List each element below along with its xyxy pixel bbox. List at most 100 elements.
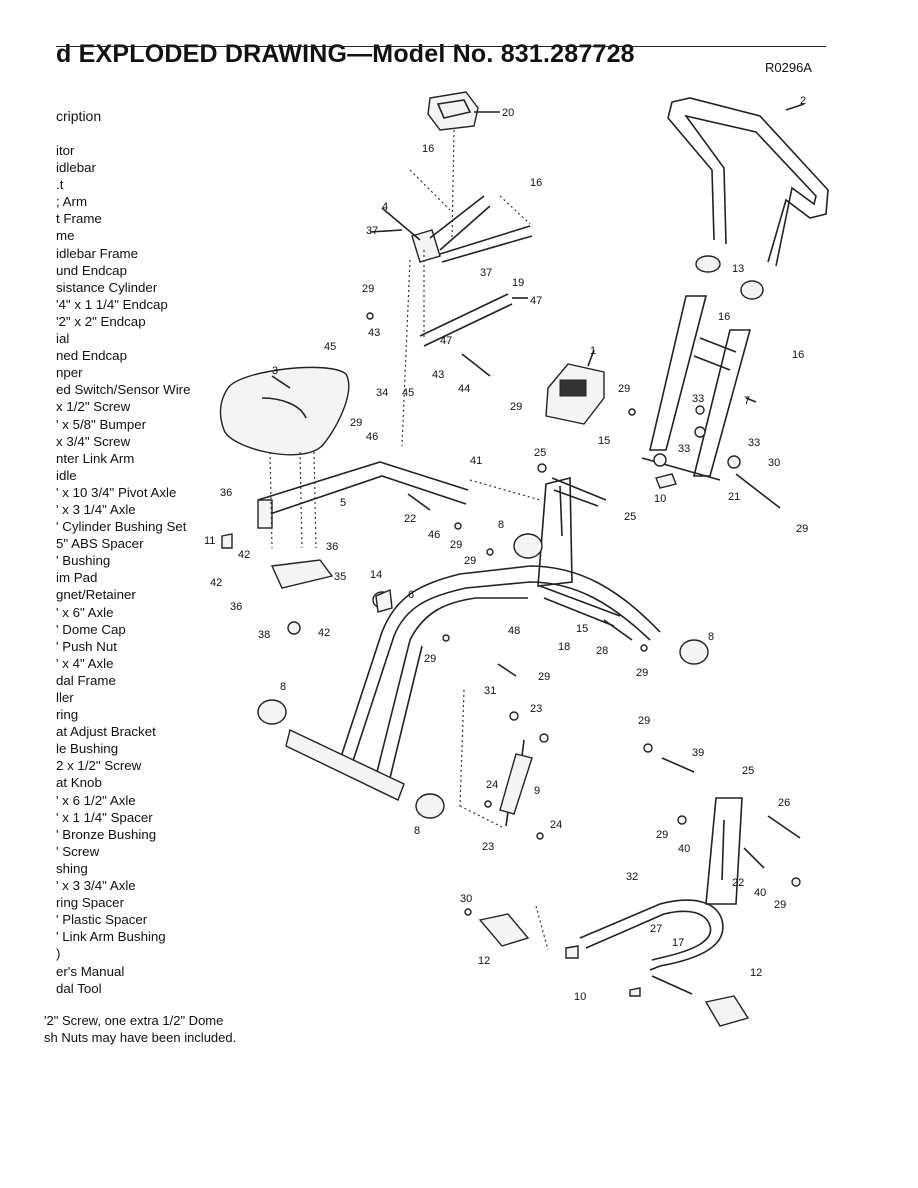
- callout-label: 25: [742, 765, 754, 777]
- parts-list-item: ' Plastic Spacer: [56, 912, 148, 928]
- callout-label: 33: [678, 443, 690, 455]
- callout-label: 46: [366, 431, 378, 443]
- callout-label: 25: [624, 511, 636, 523]
- callout-label: 27: [650, 923, 662, 935]
- callout-label: 40: [678, 843, 690, 855]
- parts-list-item: me: [56, 228, 75, 244]
- drawing-code: R0296A: [765, 60, 812, 75]
- callout-label: 36: [220, 487, 232, 499]
- part-axles: [401, 250, 801, 951]
- callout-label: 29: [638, 715, 650, 727]
- parts-list-item: ' Link Arm Bushing: [56, 929, 166, 945]
- page-title: d EXPLODED DRAWING—Model No. 831.287728: [56, 40, 635, 68]
- callout-label: 29: [464, 555, 476, 567]
- parts-list-item: idle: [56, 467, 77, 483]
- parts-list-item: 2 x 1/2" Screw: [56, 758, 142, 774]
- callout-label: 11: [204, 535, 215, 547]
- parts-list-item: ' x 3 3/4" Axle: [56, 878, 136, 894]
- parts-list-item: ): [56, 946, 61, 962]
- callout-label: 45: [324, 341, 336, 353]
- part-link-arm: [419, 293, 528, 347]
- parts-list-item: le Bushing: [56, 741, 119, 757]
- parts-list-item: ' Dome Cap: [56, 621, 126, 637]
- callout-label: 8: [414, 825, 420, 837]
- parts-list-item: shing: [56, 860, 88, 876]
- callout-label: 21: [728, 491, 740, 503]
- parts-list-item: '2" x 2" Endcap: [56, 313, 146, 329]
- parts-list-item: dal Frame: [56, 672, 116, 688]
- callout-label: 8: [280, 681, 286, 693]
- part-pedals: [478, 913, 750, 1027]
- callout-label: 12: [478, 955, 490, 967]
- callout-label: 5: [340, 497, 346, 509]
- callout-label: 35: [334, 571, 346, 583]
- parts-list-item: ' Cylinder Bushing Set: [56, 519, 187, 535]
- callout-label: 42: [318, 627, 330, 639]
- parts-list-item: ned Endcap: [56, 348, 127, 364]
- parts-list-item: und Endcap: [56, 262, 127, 278]
- parts-list-item: ' x 1 1/4" Spacer: [56, 809, 153, 825]
- callout-label: 45: [402, 387, 414, 399]
- callout-label: 25: [534, 447, 546, 459]
- parts-list-item: .t: [56, 177, 64, 193]
- footnote-line-1: '2" Screw, one extra 1/2" Dome: [44, 1013, 224, 1028]
- callout-label: 17: [672, 937, 684, 949]
- part-pedal-frame: [579, 797, 743, 995]
- parts-list-item: x 3/4" Screw: [56, 433, 131, 449]
- callout-label: 29: [510, 401, 522, 413]
- callout-label: 29: [424, 653, 436, 665]
- parts-list-item: dal Tool: [56, 980, 102, 996]
- callout-label: 16: [422, 143, 434, 155]
- parts-list-heading: cription: [56, 108, 102, 124]
- callout-label: 16: [530, 177, 542, 189]
- parts-list-item: ed Switch/Sensor Wire: [56, 382, 191, 398]
- parts-list-item: idlebar Frame: [56, 245, 139, 261]
- callout-label: 36: [230, 601, 242, 613]
- parts-list-item: er's Manual: [56, 963, 125, 979]
- callout-label: 31: [484, 685, 496, 697]
- callout-label: 18: [558, 641, 570, 653]
- part-seat-post: [537, 476, 607, 587]
- callout-label: 30: [460, 893, 472, 905]
- callout-label: 16: [792, 349, 804, 361]
- callout-label: 43: [432, 369, 444, 381]
- parts-list-item: ring: [56, 707, 79, 723]
- callout-label: 47: [440, 335, 452, 347]
- fasteners: [221, 312, 801, 997]
- footnote: '2" Screw, one extra 1/2" Dome sh Nuts m…: [44, 1012, 236, 1046]
- callout-label: 22: [732, 877, 744, 889]
- callout-label: 29: [450, 539, 462, 551]
- callout-label: 36: [326, 541, 338, 553]
- callout-label: 14: [370, 569, 382, 581]
- callout-label: 23: [482, 841, 494, 853]
- callout-label: 43: [368, 327, 380, 339]
- callout-label: 29: [362, 283, 374, 295]
- callout-label: 4: [382, 201, 388, 213]
- parts-list-item: itor: [56, 143, 75, 158]
- callout-label: 9: [534, 785, 540, 797]
- callout-label: 39: [692, 747, 704, 759]
- header-rule: [56, 46, 826, 47]
- callout-label: 42: [210, 577, 222, 589]
- callout-label: 30: [768, 457, 780, 469]
- parts-list-item: ' x 6" Axle: [56, 604, 114, 620]
- callout-label: 47: [530, 295, 542, 307]
- callout-label: 34: [376, 387, 388, 399]
- callout-label: 38: [258, 629, 270, 641]
- callout-label: 8: [708, 631, 714, 643]
- parts-list-item: ' x 5/8" Bumper: [56, 416, 147, 432]
- part-seat: [219, 366, 350, 456]
- parts-list-item: ring Spacer: [56, 895, 124, 911]
- part-resistance-cylinder: [459, 689, 533, 829]
- callout-label: 24: [486, 779, 498, 791]
- callout-label: 28: [596, 645, 608, 657]
- callout-label: 24: [550, 819, 562, 831]
- parts-list-item: at Knob: [56, 775, 102, 791]
- parts-list-item: im Pad: [56, 570, 98, 586]
- parts-list-item: ; Arm: [56, 194, 88, 210]
- parts-list-item: ' x 4" Axle: [56, 655, 114, 671]
- callout-label: 6: [408, 589, 414, 601]
- callout-label: 10: [574, 991, 586, 1003]
- parts-list-item: sistance Cylinder: [56, 279, 158, 295]
